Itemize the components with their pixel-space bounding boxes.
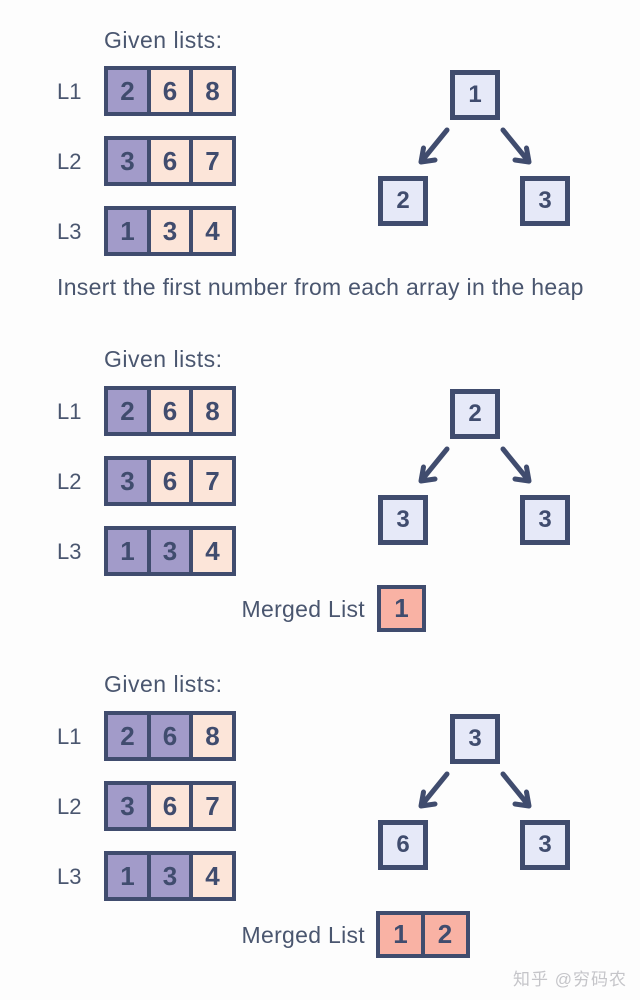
list-label: L1: [57, 78, 82, 104]
array-cell: 3: [146, 526, 194, 576]
array-l3: 1 3 4: [104, 851, 236, 901]
heap-arrows-icon: [418, 127, 532, 165]
merged-cell: 2: [420, 911, 470, 958]
merged-list: 1: [377, 585, 426, 632]
heap-arrows-icon: [418, 446, 532, 484]
heap-left-child-node: 6: [378, 820, 428, 870]
heap-root-node: 2: [450, 389, 500, 439]
array-cell: 6: [146, 136, 194, 186]
array-l1: 2 6 8: [104, 386, 236, 436]
array-cell: 8: [189, 711, 236, 761]
array-cell: 3: [104, 456, 151, 506]
array-cell: 1: [104, 526, 151, 576]
array-cell: 3: [146, 851, 194, 901]
list-label: L3: [57, 538, 82, 564]
list-label: L2: [57, 468, 82, 494]
section-title: Given lists:: [104, 346, 223, 372]
heap-root-node: 3: [450, 714, 500, 764]
array-cell: 8: [189, 66, 236, 116]
heap-arrows-icon: [418, 771, 532, 809]
step-caption: Insert the first number from each array …: [57, 274, 584, 300]
merged-cell: 1: [376, 911, 425, 958]
list-label: L2: [57, 148, 82, 174]
array-l3: 1 3 4: [104, 206, 236, 256]
array-cell: 6: [146, 781, 194, 831]
heap-left-child-node: 3: [378, 495, 428, 545]
array-cell: 4: [189, 206, 236, 256]
array-cell: 4: [189, 851, 236, 901]
watermark: 知乎 @穷码农: [513, 970, 627, 989]
array-cell: 1: [104, 851, 151, 901]
heap-right-child-node: 3: [520, 495, 570, 545]
section-title: Given lists:: [104, 27, 223, 53]
array-cell: 7: [189, 456, 236, 506]
array-cell: 2: [104, 386, 151, 436]
list-label: L1: [57, 723, 82, 749]
array-cell: 3: [146, 206, 194, 256]
array-l2: 3 6 7: [104, 136, 236, 186]
array-l3: 1 3 4: [104, 526, 236, 576]
merged-cell: 1: [377, 585, 426, 632]
merged-list-label: Merged List: [241, 595, 365, 622]
array-l1: 2 6 8: [104, 66, 236, 116]
array-cell: 6: [146, 66, 194, 116]
list-label: L3: [57, 218, 82, 244]
array-cell: 4: [189, 526, 236, 576]
array-l1: 2 6 8: [104, 711, 236, 761]
array-cell: 2: [104, 66, 151, 116]
section-title: Given lists:: [104, 671, 223, 697]
array-cell: 3: [104, 136, 151, 186]
heap-right-child-node: 3: [520, 820, 570, 870]
array-cell: 1: [104, 206, 151, 256]
merged-list-label: Merged List: [241, 921, 365, 948]
array-l2: 3 6 7: [104, 456, 236, 506]
array-cell: 3: [104, 781, 151, 831]
array-cell: 8: [189, 386, 236, 436]
list-label: L3: [57, 863, 82, 889]
heap-left-child-node: 2: [378, 176, 428, 226]
heap-right-child-node: 3: [520, 176, 570, 226]
array-cell: 7: [189, 136, 236, 186]
array-cell: 6: [146, 711, 194, 761]
merged-list: 1 2: [376, 911, 470, 958]
array-l2: 3 6 7: [104, 781, 236, 831]
array-cell: 6: [146, 386, 194, 436]
heap-root-node: 1: [450, 70, 500, 120]
array-cell: 7: [189, 781, 236, 831]
list-label: L1: [57, 398, 82, 424]
list-label: L2: [57, 793, 82, 819]
array-cell: 2: [104, 711, 151, 761]
array-cell: 6: [146, 456, 194, 506]
